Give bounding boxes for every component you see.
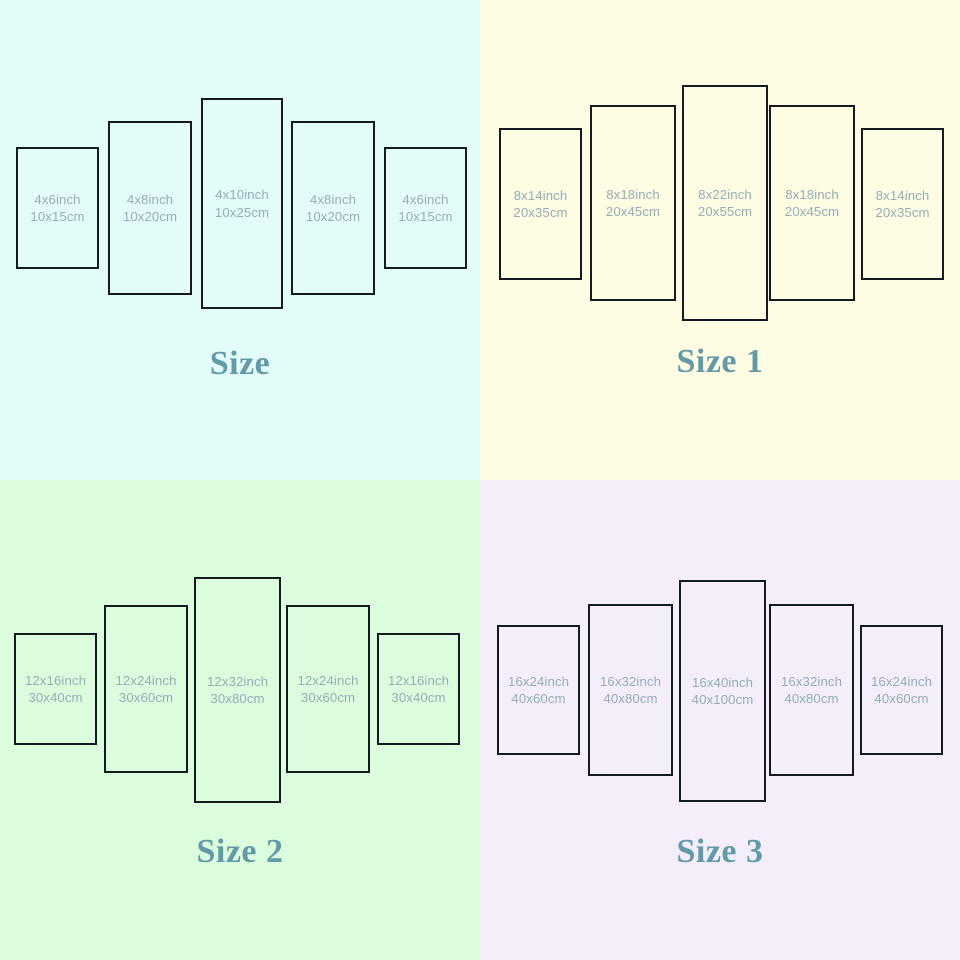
panel-size-inch: 8x14inch xyxy=(513,187,568,203)
panel-size-cm: 30x60cm xyxy=(118,690,174,705)
panel-size-cm: 20x35cm xyxy=(875,205,930,220)
quadrant-size-2: 12x16inch 30x40cm 12x24inch 30x60cm 12x32inc… xyxy=(0,480,480,960)
canvas-panel-size-2-5[interactable]: 12x16inch 30x40cm xyxy=(377,633,460,745)
panel-cluster-size-3: 16x24inch 40x60cm 16x32inch 40x80cm 16x40inc… xyxy=(480,480,960,960)
panel-size-label: 16x32inch 40x80cm xyxy=(781,673,842,708)
panel-size-inch: 16x24inch xyxy=(870,673,933,689)
panel-size-inch: 8x14inch xyxy=(875,187,930,203)
panel-size-label: 16x24inch 40x60cm xyxy=(871,673,932,708)
panel-size-label: 4x6inch 10x15cm xyxy=(398,191,452,226)
panel-size-label: 12x16inch 30x40cm xyxy=(388,672,449,707)
panel-size-label: 4x6inch 10x15cm xyxy=(30,191,84,226)
panel-size-label: 8x18inch 20x45cm xyxy=(606,186,660,221)
panel-size-inch: 8x18inch xyxy=(785,186,839,202)
canvas-panel-size-2-4[interactable]: 12x24inch 30x60cm xyxy=(286,605,370,773)
canvas-panel-size-2-3[interactable]: 12x32inch 30x80cm xyxy=(194,577,281,803)
panel-size-label: 16x40inch 40x100cm xyxy=(692,674,754,709)
panel-size-inch: 4x8inch xyxy=(309,191,357,207)
panel-size-cm: 40x60cm xyxy=(874,691,929,706)
panel-cluster-size-1: 8x14inch 20x35cm 8x18inch 20x45cm 8x22inch 20… xyxy=(480,0,960,480)
panel-size-cm: 10x20cm xyxy=(305,209,361,224)
panel-size-inch: 12x16inch xyxy=(387,672,450,688)
panel-size-cm: 30x40cm xyxy=(28,690,83,705)
panel-size-cm: 40x80cm xyxy=(784,691,839,706)
panel-size-cm: 30x40cm xyxy=(391,690,446,705)
panel-size-inch: 16x24inch xyxy=(507,673,570,689)
panel-size-cm: 10x20cm xyxy=(122,209,178,224)
canvas-panel-size-1-4[interactable]: 8x18inch 20x45cm xyxy=(769,105,855,301)
panel-size-cm: 10x15cm xyxy=(30,209,85,224)
panel-size-label: 8x22inch 20x55cm xyxy=(698,186,752,221)
panel-size-inch: 12x32inch xyxy=(206,673,269,689)
panel-size-cm: 10x25cm xyxy=(214,204,270,220)
canvas-panel-size-3-1[interactable]: 16x24inch 40x60cm xyxy=(497,625,580,755)
panel-size-cm: 40x100cm xyxy=(691,692,754,707)
panel-size-cm: 20x35cm xyxy=(513,205,568,220)
quadrant-title-size: Size xyxy=(209,345,271,382)
panel-size-label: 12x16inch 30x40cm xyxy=(25,672,86,707)
canvas-panel-size-1-3[interactable]: 8x22inch 20x55cm xyxy=(682,85,768,321)
panel-size-cm: 30x80cm xyxy=(210,691,265,706)
panel-size-inch: 12x16inch xyxy=(24,672,87,688)
panel-size-label: 8x18inch 20x45cm xyxy=(785,186,839,221)
panel-size-inch: 4x6inch xyxy=(402,191,449,207)
panel-size-inch: 8x22inch xyxy=(698,186,752,202)
panel-size-label: 12x24inch 30x60cm xyxy=(297,672,358,707)
canvas-panel-size-1-2[interactable]: 8x18inch 20x45cm xyxy=(590,105,676,301)
panel-size-label: 12x32inch 30x80cm xyxy=(207,673,268,708)
panel-size-cm: 30x60cm xyxy=(300,690,356,705)
quadrant-size-1: 8x14inch 20x35cm 8x18inch 20x45cm 8x22inch 20… xyxy=(480,0,960,480)
canvas-panel-size-1-5[interactable]: 8x14inch 20x35cm xyxy=(861,128,944,280)
canvas-panel-size-3-2[interactable]: 16x32inch 40x80cm xyxy=(588,604,673,776)
panel-size-cm: 10x15cm xyxy=(398,209,453,224)
canvas-panel-size-5[interactable]: 4x6inch 10x15cm xyxy=(384,147,467,269)
canvas-panel-size-2-1[interactable]: 12x16inch 30x40cm xyxy=(14,633,97,745)
panel-size-inch: 16x40inch xyxy=(691,674,754,690)
panel-size-label: 12x24inch 30x60cm xyxy=(115,672,176,707)
panel-size-label: 4x8inch 10x20cm xyxy=(123,191,177,226)
panel-size-label: 4x8inch 10x20cm xyxy=(306,191,360,226)
quadrant-title-size-2: Size 2 xyxy=(196,833,284,870)
panel-size-label: 16x24inch 40x60cm xyxy=(508,673,569,708)
quadrant-title-size-1: Size 1 xyxy=(676,343,764,380)
panel-size-inch: 16x32inch xyxy=(599,673,662,689)
panel-size-inch: 4x6inch xyxy=(34,191,81,207)
quadrant-size-3: 16x24inch 40x60cm 16x32inch 40x80cm 16x40inc… xyxy=(480,480,960,960)
canvas-panel-size-3-3[interactable]: 16x40inch 40x100cm xyxy=(679,580,766,802)
panel-size-inch: 4x10inch xyxy=(215,187,269,203)
panel-size-cm: 40x80cm xyxy=(603,691,658,706)
panel-size-inch: 12x24inch xyxy=(297,672,359,688)
canvas-panel-size-2-2[interactable]: 12x24inch 30x60cm xyxy=(104,605,188,773)
canvas-panel-size-1-1[interactable]: 8x14inch 20x35cm xyxy=(499,128,582,280)
canvas-panel-size-4[interactable]: 4x8inch 10x20cm xyxy=(291,121,375,295)
panel-size-cm: 20x55cm xyxy=(697,204,753,219)
canvas-panel-size-2[interactable]: 4x8inch 10x20cm xyxy=(108,121,192,295)
panel-size-label: 16x32inch 40x80cm xyxy=(600,673,661,708)
panel-size-inch: 4x8inch xyxy=(126,191,174,207)
panel-size-inch: 8x18inch xyxy=(606,186,660,202)
panel-size-cm: 40x60cm xyxy=(511,691,566,706)
panel-cluster-size-2: 12x16inch 30x40cm 12x24inch 30x60cm 12x32inc… xyxy=(0,480,480,960)
canvas-panel-size-3-4[interactable]: 16x32inch 40x80cm xyxy=(769,604,854,776)
panel-size-cm: 20x45cm xyxy=(605,204,661,219)
panel-size-label: 8x14inch 20x35cm xyxy=(875,187,929,222)
panel-size-inch: 16x32inch xyxy=(780,673,843,689)
panel-size-cm: 20x45cm xyxy=(784,204,840,219)
panel-size-label: 8x14inch 20x35cm xyxy=(513,187,567,222)
panel-size-inch: 12x24inch xyxy=(115,672,177,688)
canvas-panel-size-1[interactable]: 4x6inch 10x15cm xyxy=(16,147,99,269)
quadrant-title-size-3: Size 3 xyxy=(676,833,764,870)
canvas-panel-size-3-5[interactable]: 16x24inch 40x60cm xyxy=(860,625,943,755)
